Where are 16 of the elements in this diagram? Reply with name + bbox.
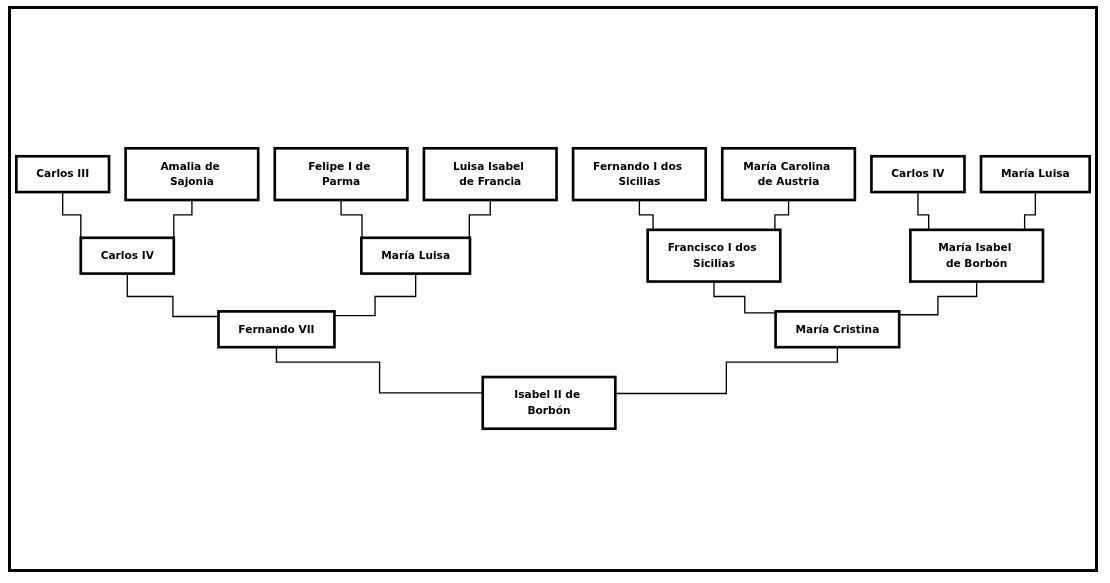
node-box: [124, 147, 260, 202]
node-box: [217, 310, 336, 349]
node-box: [15, 155, 111, 194]
node-box: [273, 147, 409, 202]
node-box: [870, 155, 966, 194]
node-box: [909, 229, 1045, 284]
frame-border: Carlos III Amalia de Sajonia Felipe I de Parma Luisa Isabel de Francia Fernando I dos Sicilias María Carolina de Austria Carlos IV María Luisa Carlos IV María Luisa Francisco I dos Sicilias María Isabel de Borbón Fernando VII María Cristina Isabel II de Borbón: [8, 6, 1098, 572]
node-box: [979, 155, 1091, 194]
node-box: [481, 376, 617, 431]
node-box: [774, 310, 901, 349]
node-box: [571, 147, 707, 202]
node-box: [422, 147, 558, 202]
node-box: [360, 236, 472, 276]
node-box: [720, 147, 857, 202]
node-box: [79, 236, 176, 276]
node-box: [646, 229, 782, 284]
